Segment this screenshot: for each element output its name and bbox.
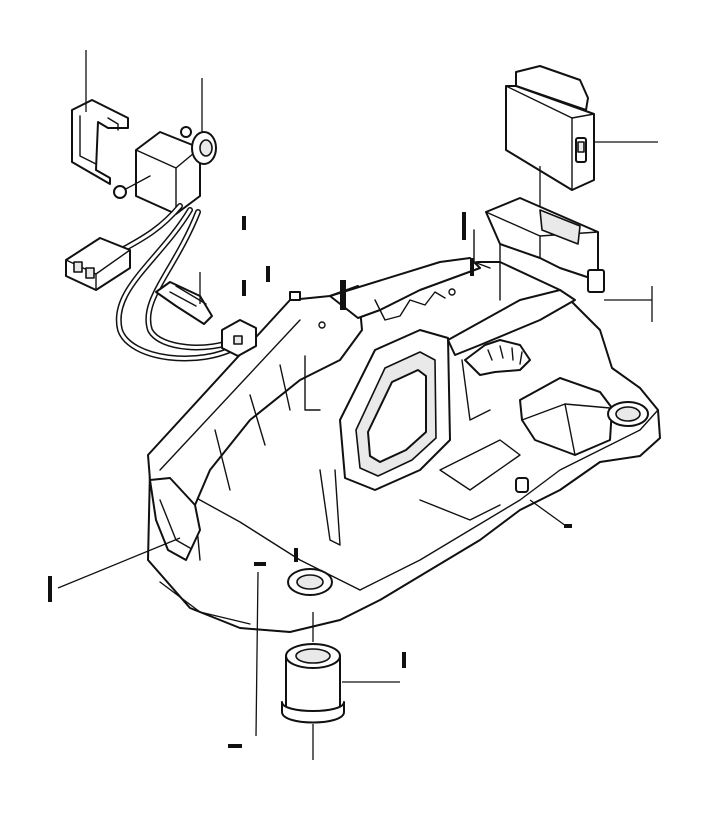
selector-indicator-cover: [505, 65, 595, 191]
solenoid-lock: [113, 126, 217, 215]
reference-ticks: [48, 212, 572, 748]
gear-selector-base: [147, 257, 661, 633]
wiring-harness: [115, 203, 241, 362]
wire-connector: [65, 237, 257, 357]
indicator-housing: [473, 197, 605, 301]
retaining-clip: [71, 99, 129, 185]
cable-tie: [155, 281, 301, 325]
leader-lines: [57, 50, 658, 760]
bushing: [281, 643, 345, 724]
